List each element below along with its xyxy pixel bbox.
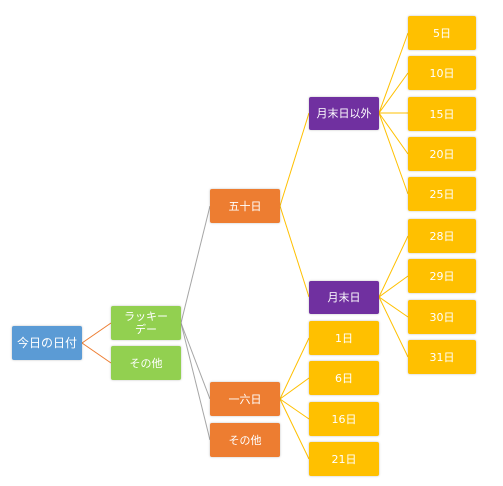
node-other-level2[interactable]: その他 (210, 423, 280, 457)
connector-ichiroku-6 (279, 377, 310, 400)
connector-nme-5 (378, 32, 409, 114)
connector-gotoubi-month-end (279, 205, 310, 298)
connector-ichiroku-16 (279, 398, 310, 420)
leaf-day-25[interactable]: 25日 (408, 177, 476, 211)
leaf-day-10[interactable]: 10日 (408, 56, 476, 90)
leaf-day-1[interactable]: 1日 (309, 321, 379, 355)
leaf-day-21[interactable]: 21日 (309, 442, 379, 476)
leaf-day-5[interactable]: 5日 (408, 16, 476, 50)
connector-me-29 (378, 275, 409, 298)
leaf-day-20[interactable]: 20日 (408, 137, 476, 171)
leaf-day-30[interactable]: 30日 (408, 300, 476, 334)
connector-lucky-other (180, 322, 211, 441)
node-lucky-day[interactable]: ラッキー デー (111, 306, 181, 340)
connector-nme-20 (378, 112, 409, 155)
leaf-day-28[interactable]: 28日 (408, 219, 476, 253)
connector-root-lucky (81, 322, 112, 344)
connector-lucky-ichiroku (180, 322, 211, 400)
leaf-day-6[interactable]: 6日 (309, 361, 379, 395)
root-node-today[interactable]: 今日の日付 (12, 326, 82, 360)
connector-nme-25 (378, 112, 409, 195)
node-gotoubi[interactable]: 五十日 (210, 189, 280, 223)
connector-me-31 (378, 296, 409, 358)
node-other-level1[interactable]: その他 (111, 346, 181, 380)
connector-nme-10 (378, 72, 409, 114)
leaf-day-16[interactable]: 16日 (309, 402, 379, 436)
connector-gotoubi-not-month-end (279, 112, 310, 207)
connector-lucky-gotoubi (180, 205, 211, 324)
node-not-month-end[interactable]: 月末日以外 (309, 97, 379, 130)
node-month-end[interactable]: 月末日 (309, 281, 379, 314)
connector-me-30 (378, 296, 409, 318)
leaf-day-29[interactable]: 29日 (408, 259, 476, 293)
leaf-day-31[interactable]: 31日 (408, 340, 476, 374)
leaf-day-15[interactable]: 15日 (408, 97, 476, 131)
connector-ichiroku-21 (279, 398, 310, 460)
connector-me-28 (378, 235, 409, 298)
connector-root-other (81, 342, 112, 364)
node-ichiroku[interactable]: 一六日 (210, 382, 280, 416)
connector-ichiroku-1 (279, 337, 310, 400)
